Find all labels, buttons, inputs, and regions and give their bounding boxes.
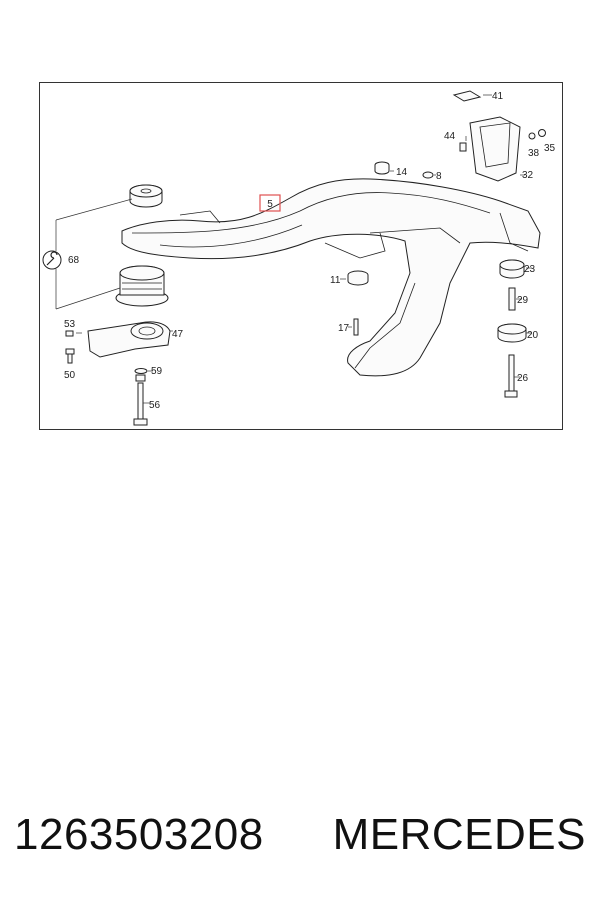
callout-68: 68 xyxy=(68,255,80,266)
callout-17: 17 xyxy=(338,323,350,334)
callout-41: 41 xyxy=(492,91,504,102)
callout-14: 14 xyxy=(396,167,408,178)
sleeve-29 xyxy=(508,287,516,311)
callout-11: 11 xyxy=(330,275,341,286)
callout-20: 20 xyxy=(527,330,539,341)
callout-26: 26 xyxy=(517,373,529,384)
bolt-56 xyxy=(137,382,144,420)
screw-44 xyxy=(459,142,467,152)
parts-diagram: 5 xyxy=(39,82,563,430)
bolt-26 xyxy=(508,354,515,394)
callout-8: 8 xyxy=(436,171,442,182)
pin-17 xyxy=(353,318,359,336)
brand-name: MERCEDES xyxy=(332,810,586,859)
highlight-box xyxy=(259,194,281,212)
mount-bracket-32 xyxy=(469,116,521,182)
callout-47: 47 xyxy=(172,329,184,340)
callout-32: 32 xyxy=(522,170,534,181)
callout-29: 29 xyxy=(517,295,529,306)
callout-50: 50 xyxy=(64,370,76,381)
clip-41 xyxy=(452,90,482,102)
caption-bar: 1263503208 MERCEDES xyxy=(0,800,600,870)
part-number: 1263503208 xyxy=(14,810,264,859)
nut-38 xyxy=(528,132,536,140)
callout-59: 59 xyxy=(151,366,163,377)
nut-53 xyxy=(65,330,74,337)
callout-38: 38 xyxy=(528,148,540,159)
washer-59 xyxy=(134,368,148,374)
callout-5: 5 xyxy=(267,199,273,210)
bolt-35 xyxy=(538,129,546,137)
callout-44: 44 xyxy=(444,131,456,142)
nut-8 xyxy=(422,171,434,179)
callout-35: 35 xyxy=(544,143,556,154)
wrench-icon xyxy=(42,250,62,270)
callout-23: 23 xyxy=(524,264,536,275)
callout-53: 53 xyxy=(64,319,76,330)
exploded-view: 5 xyxy=(42,90,556,426)
callout-56: 56 xyxy=(149,400,161,411)
